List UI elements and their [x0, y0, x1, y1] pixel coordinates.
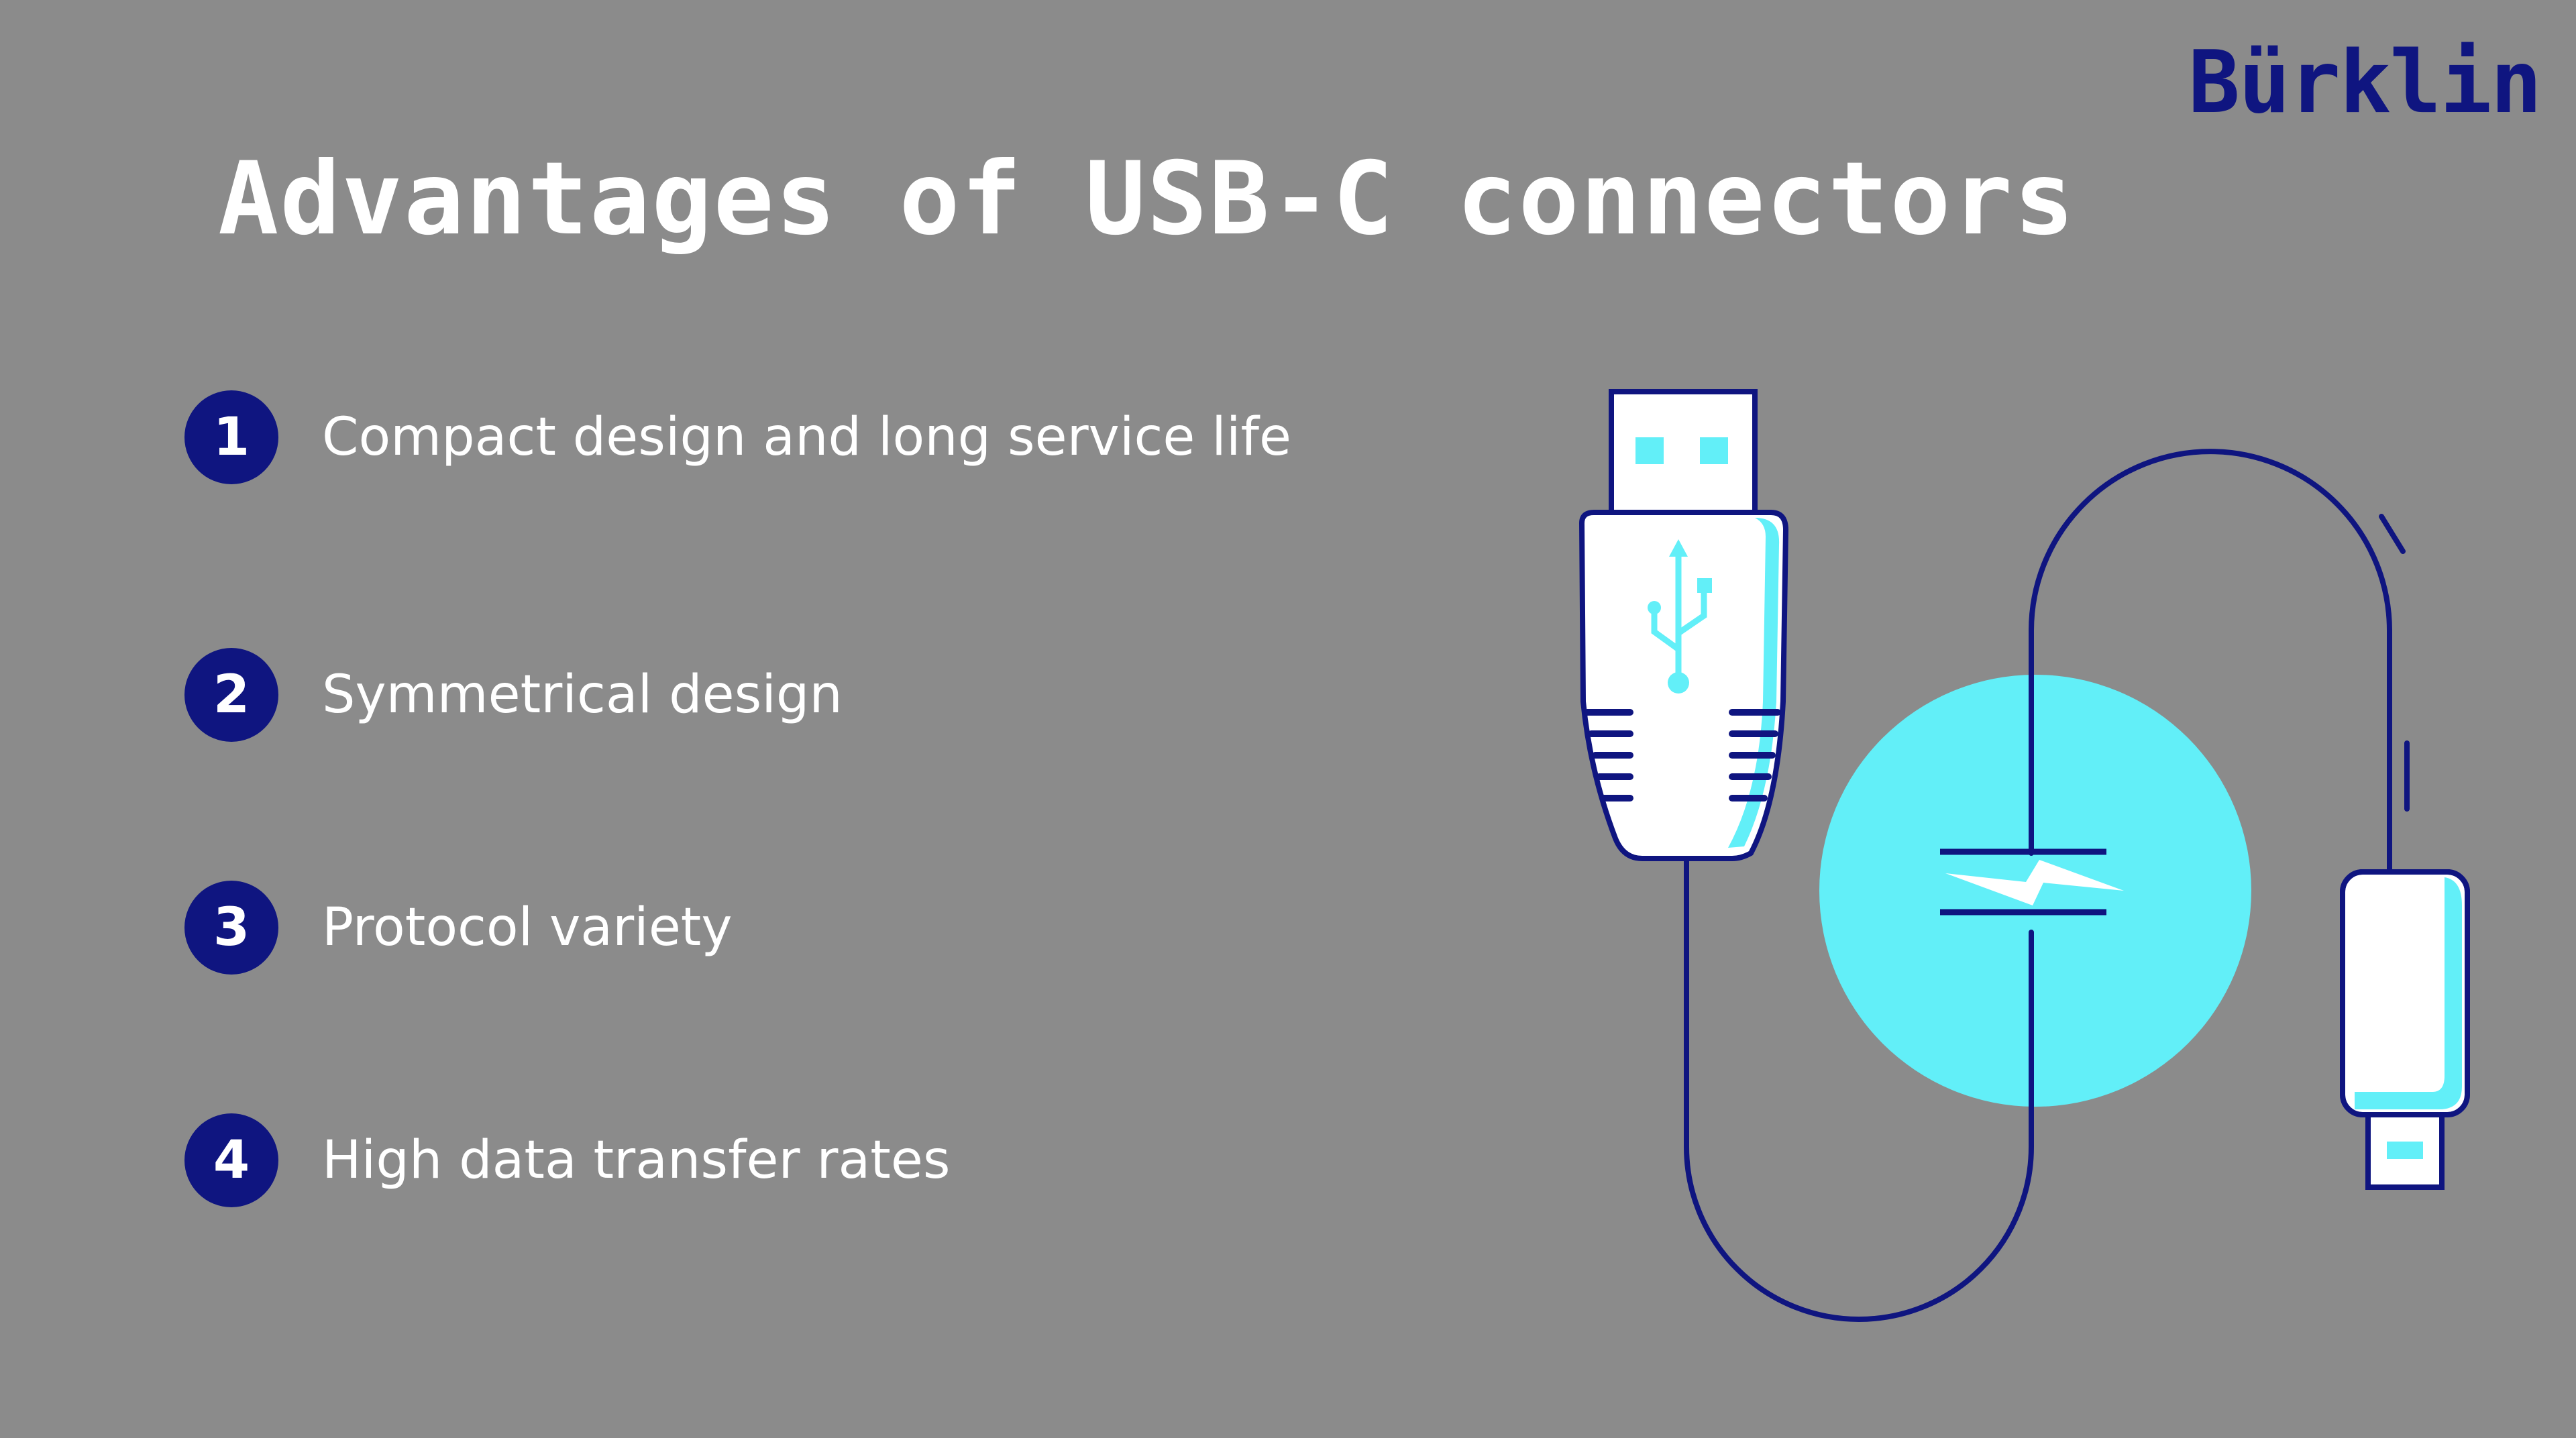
- brand-logo: Bürklin: [2188, 33, 2542, 133]
- list-item: 4 High data transfer rates: [184, 1113, 950, 1207]
- usb-cable-illustration: [1578, 389, 2470, 1322]
- list-item: 2 Symmetrical design: [184, 648, 843, 742]
- lightning-icon: [1940, 848, 2124, 916]
- number-badge: 1: [184, 390, 278, 484]
- usb-c-plug-icon: [2340, 869, 2470, 1190]
- usb-a-plug-icon: [1578, 389, 1789, 861]
- list-item-text: High data transfer rates: [322, 1130, 951, 1191]
- number-badge: 2: [184, 648, 278, 742]
- number-badge: 4: [184, 1113, 278, 1207]
- slide-title: Advantages of USB-C connectors: [218, 141, 2076, 258]
- usb-symbol-icon: [1648, 539, 1712, 694]
- number-badge: 3: [184, 881, 278, 975]
- list-item-text: Protocol variety: [322, 897, 733, 958]
- cable-icon: [1684, 449, 2410, 1322]
- list-item-text: Compact design and long service life: [322, 407, 1291, 467]
- list-item: 3 Protocol variety: [184, 881, 733, 975]
- list-item: 1 Compact design and long service life: [184, 390, 1291, 484]
- list-item-text: Symmetrical design: [322, 665, 843, 725]
